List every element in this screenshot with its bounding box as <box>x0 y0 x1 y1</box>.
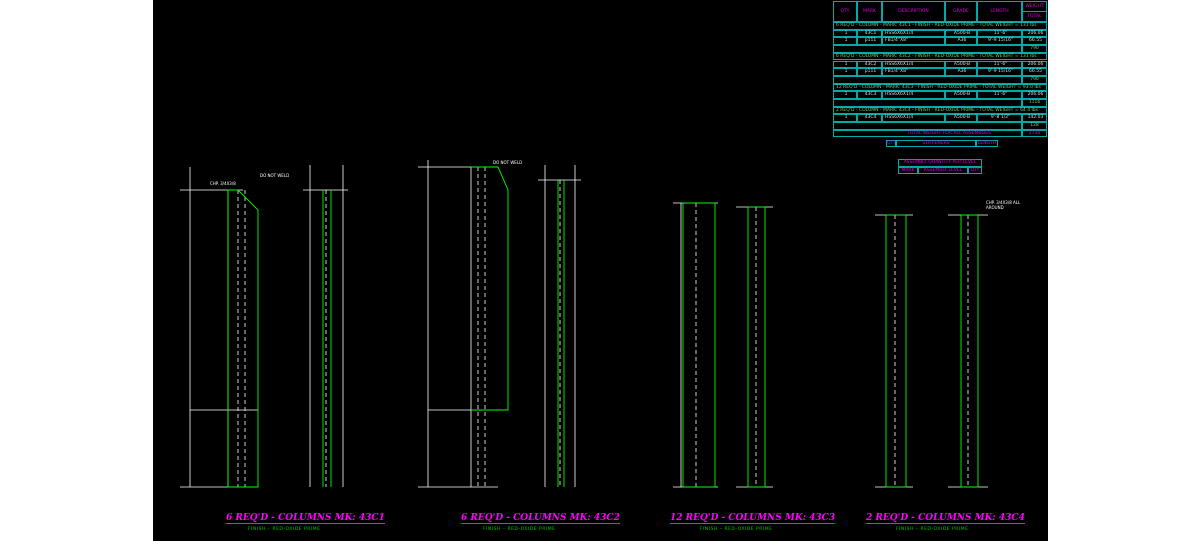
assembly-title-43c1: 6 REQ'D - COLUMNS MK: 43C1 <box>226 513 385 524</box>
note-all-around: CHP. 3/4X3/8 ALL AROUND <box>986 200 1021 210</box>
cell-weight: 66.55 <box>1022 68 1047 76</box>
cell-grade: A500-B <box>945 29 977 38</box>
grand-total: 2734 <box>1022 129 1047 138</box>
group-total: 790 <box>1022 75 1047 84</box>
cell-mark: 43C2 <box>857 60 882 69</box>
cell-mark: 43C4 <box>857 114 882 123</box>
group-title: 12 REQ'D - COLUMN - MARK: 43C3 - FINISH … <box>833 83 1047 92</box>
cell-description: HSS6X6X1/4 <box>882 60 945 69</box>
column-43c1-side-view <box>303 165 348 487</box>
header-grade: GRADE <box>945 1 977 22</box>
cell-length: 11'-6" <box>977 91 1022 99</box>
assembly-table-title: ASSEMBLY QUANTITY PER LEVEL <box>898 159 982 167</box>
cell-weight: 142.03 <box>1022 114 1047 123</box>
column-43c3-front-view <box>673 202 718 488</box>
column-43c2-front-view <box>418 160 498 488</box>
cell-mark: 43C1 <box>857 29 882 38</box>
cell-qty: 1 <box>833 29 857 38</box>
note-do-not-weld: DO NOT WELD <box>260 173 290 178</box>
assembly-finish-43c3: FINISH – RED-OXIDE PRIME <box>700 527 773 532</box>
cell-description: HSS6X6X1/4 <box>882 114 945 123</box>
cell-length: 11'-6" <box>977 29 1022 38</box>
note-do-not-weld-2: DO NOT WELD <box>493 160 523 165</box>
spacer <box>833 122 1022 130</box>
column-43c4-front-view <box>875 214 913 488</box>
assembly-table-qty: QTY <box>968 167 982 174</box>
cell-weight: 206.06 <box>1022 29 1047 38</box>
assembly-finish-43c1: FINISH – RED-OXIDE PRIME <box>248 527 321 532</box>
header-description: DESCRIPTION <box>882 1 945 22</box>
cell-length: 11'-6" <box>977 60 1022 69</box>
group-title: 6 REQ'D - COLUMN - MARK: 43C1 - FINISH -… <box>833 22 1047 30</box>
cell-length: 9'-9 15/16" <box>977 37 1022 46</box>
cell-mark: p111 <box>857 37 882 46</box>
group-total: 790 <box>1022 45 1047 53</box>
cell-weight: 206.06 <box>1022 91 1047 99</box>
cell-qty: 1 <box>833 68 857 76</box>
cell-grade: A500-B <box>945 60 977 69</box>
note-chp: CHP. 3/4X3/8 <box>210 181 236 186</box>
spacer <box>833 45 1022 53</box>
cell-description: HSS6X6X1/4 <box>882 29 945 38</box>
assembly-table-mark: MARK <box>898 167 918 174</box>
header-length: LENGTH <box>977 1 1022 22</box>
assembly-title-43c4: 2 REQ'D - COLUMNS MK: 43C4 <box>866 513 1025 524</box>
header-mark: MARK <box>857 1 882 22</box>
column-43c4-side-view <box>948 214 988 488</box>
cell-qty: 1 <box>833 37 857 46</box>
column-43c3-side-view <box>736 206 773 488</box>
assembly-finish-43c4: FINISH – RED-OXIDE PRIME <box>896 527 969 532</box>
assembly-finish-43c2: FINISH – RED-OXIDE PRIME <box>483 527 556 532</box>
cell-mark: 43C3 <box>857 91 882 99</box>
cell-grade: A500-B <box>945 114 977 123</box>
cell-grade: A36 <box>945 68 977 76</box>
cell-length: 9'-8 1/2" <box>977 114 1022 123</box>
spacer <box>833 75 1022 84</box>
cell-weight: 66.55 <box>1022 37 1047 46</box>
spacer <box>833 99 1022 107</box>
assembly-title-43c2: 6 REQ'D - COLUMNS MK: 43C2 <box>461 513 620 524</box>
cell-qty: 1 <box>833 91 857 99</box>
cell-qty: 1 <box>833 60 857 69</box>
column-43c2-side-view <box>538 165 581 487</box>
legend-length: LENGTH <box>976 140 998 147</box>
header-total: TOTAL <box>1022 11 1047 22</box>
cell-description: FB1/4"X8" <box>882 37 945 46</box>
column-43c1-front-view <box>180 167 258 488</box>
cell-weight: 206.06 <box>1022 60 1047 69</box>
legend-stiffeners: STIFFENERS <box>896 140 976 147</box>
cell-length: 9'-9 15/16" <box>977 68 1022 76</box>
group-title: 2 REQ'D - COLUMN - MARK: 43C4 - FINISH -… <box>833 106 1047 115</box>
grand-total-label: TOTAL WEIGHT FOR ALL ASSEMBLIES <box>833 129 1022 138</box>
legend-qty: QTY <box>886 140 897 147</box>
column-drawings <box>180 160 988 488</box>
assembly-title-43c3: 12 REQ'D - COLUMNS MK: 43C3 <box>670 513 836 524</box>
cell-mark: p111 <box>857 68 882 76</box>
plates <box>227 166 979 488</box>
cell-description: HSS6X6X1/4 <box>882 91 945 99</box>
cell-description: FB1/4"X8" <box>882 68 945 76</box>
cell-grade: A36 <box>945 37 977 46</box>
header-qty: QTY <box>833 1 857 22</box>
group-total: 1116 <box>1022 99 1047 107</box>
cell-qty: 1 <box>833 114 857 123</box>
group-total: 128 <box>1022 122 1047 130</box>
cell-grade: A500-B <box>945 91 977 99</box>
group-title: 6 REQ'D - COLUMN - MARK: 43C2 - FINISH -… <box>833 52 1047 61</box>
assembly-table-level: ASSEMBLY LEVEL <box>918 167 968 174</box>
drawing-canvas[interactable]: DO NOT WELD CHP. 3/4X3/8 DO NOT WELD CHP… <box>153 0 1048 541</box>
